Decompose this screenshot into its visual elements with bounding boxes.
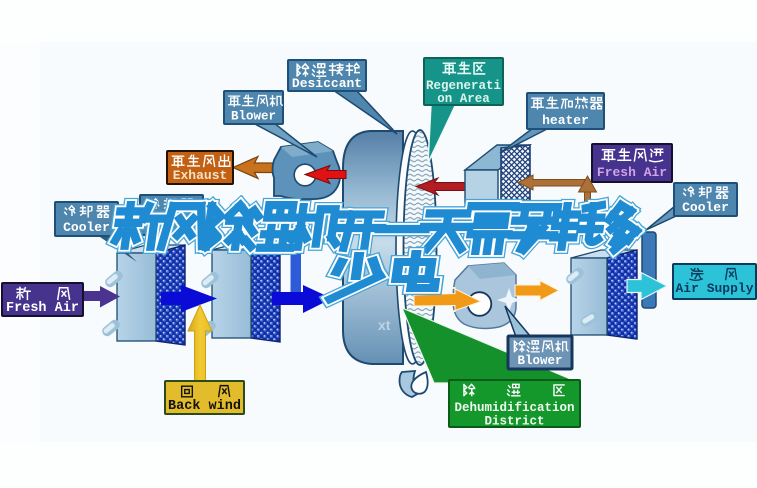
svg-text:District: District: [484, 415, 544, 429]
svg-text:Fresh Air: Fresh Air: [597, 165, 667, 180]
svg-text:Regenerati: Regenerati: [426, 79, 501, 93]
svg-text:Air Supply: Air Supply: [675, 281, 753, 296]
svg-text:Back wind: Back wind: [168, 399, 241, 414]
svg-text:Dehumidification: Dehumidification: [454, 401, 574, 415]
svg-text:Blower: Blower: [517, 354, 562, 368]
svg-text:heater: heater: [542, 113, 589, 128]
svg-text:Desiccant: Desiccant: [292, 76, 362, 91]
svg-text:xt: xt: [378, 317, 391, 333]
svg-text:on Area: on Area: [437, 92, 490, 106]
svg-text:Exhaust: Exhaust: [173, 168, 228, 183]
svg-text:Cooler: Cooler: [682, 200, 729, 215]
svg-text:Blower: Blower: [231, 110, 276, 124]
svg-text:Cooler: Cooler: [63, 220, 110, 235]
svg-text:Fresh Air: Fresh Air: [6, 301, 79, 316]
